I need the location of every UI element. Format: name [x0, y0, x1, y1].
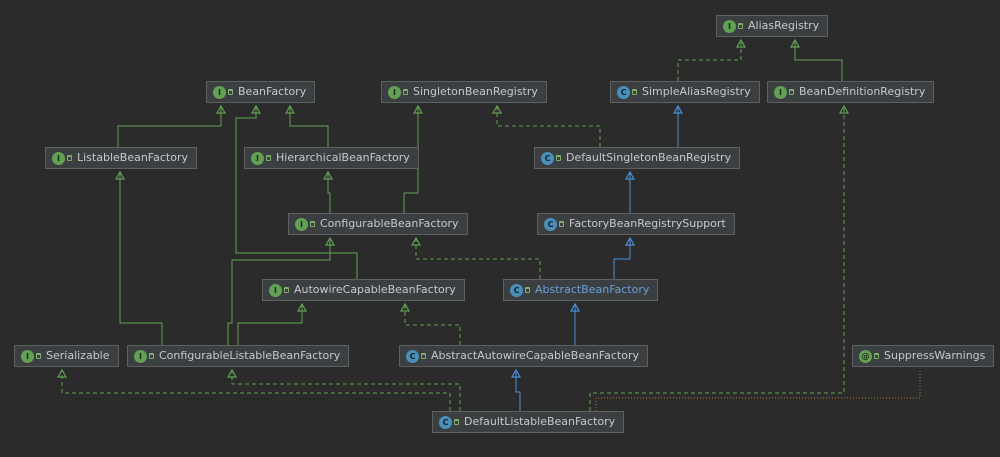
edge-configurablebeanfactory-hierarchicalbeanfactory: [328, 172, 330, 213]
node-factory-bean-registry-support[interactable]: C FactoryBeanRegistrySupport: [537, 213, 735, 235]
class-icon: C: [617, 85, 630, 99]
interface-icon: I: [251, 151, 264, 165]
lock-icon: [789, 89, 794, 95]
node-label: ListableBeanFactory: [77, 151, 188, 164]
lock-icon: [525, 287, 530, 293]
interface-icon: I: [52, 151, 65, 165]
interface-icon: I: [21, 349, 34, 363]
node-label: AbstractBeanFactory: [535, 283, 650, 296]
node-label: DefaultSingletonBeanRegistry: [566, 151, 732, 164]
edge-hierarchicalbeanfactory-beanfactory: [290, 106, 329, 147]
node-label: BeanDefinitionRegistry: [799, 85, 926, 98]
interface-icon: I: [723, 19, 736, 33]
abstract-class-icon: C: [406, 349, 419, 363]
node-label: AbstractAutowireCapableBeanFactory: [431, 349, 639, 362]
lock-icon: [310, 221, 315, 227]
node-bean-factory[interactable]: I BeanFactory: [206, 81, 316, 103]
node-label: ConfigurableListableBeanFactory: [159, 349, 341, 362]
node-configurable-bean-factory[interactable]: I ConfigurableBeanFactory: [288, 213, 468, 235]
node-alias-registry[interactable]: I AliasRegistry: [716, 15, 829, 37]
node-suppress-warnings[interactable]: @ SuppressWarnings: [852, 345, 995, 367]
node-label: FactoryBeanRegistrySupport: [569, 217, 726, 230]
edge-configurablelistablebeanfactory-autowirecapablebeanfactory: [237, 304, 302, 345]
node-label: HierarchicalBeanFactory: [276, 151, 410, 164]
edge-autowirecapablebeanfactory-beanfactory: [235, 106, 358, 279]
node-label: AliasRegistry: [748, 19, 820, 32]
lock-icon: [403, 89, 408, 95]
abstract-class-icon: C: [544, 217, 557, 231]
node-configurable-listable-bean-factory[interactable]: I ConfigurableListableBeanFactory: [127, 345, 350, 367]
interface-icon: I: [388, 85, 401, 99]
node-label: AutowireCapableBeanFactory: [294, 283, 456, 296]
edge-configurablelistablebeanfactory-configurablebeanfactory: [227, 238, 330, 345]
edge-abstractautowirecapablebeanfactory-autowirecapablebeanfactory: [405, 304, 461, 345]
lock-icon: [556, 155, 561, 161]
lock-icon: [266, 155, 271, 161]
edge-defaultlistablebeanfactory-serializable: [62, 370, 451, 411]
node-hierarchical-bean-factory[interactable]: I HierarchicalBeanFactory: [244, 147, 419, 169]
edge-configurablelistablebeanfactory-listablebeanfactory: [120, 172, 163, 345]
interface-icon: I: [134, 349, 147, 363]
lock-icon: [559, 221, 564, 227]
node-listable-bean-factory[interactable]: I ListableBeanFactory: [45, 147, 197, 169]
node-label: ConfigurableBeanFactory: [320, 217, 459, 230]
lock-icon: [874, 353, 879, 359]
node-singleton-bean-registry[interactable]: I SingletonBeanRegistry: [381, 81, 547, 103]
annotation-icon: @: [859, 349, 872, 363]
class-icon: C: [439, 415, 452, 429]
edge-defaultlistablebeanfactory-suppresswarnings: [595, 370, 921, 411]
lock-icon: [632, 89, 637, 95]
edge-defaultlistablebeanfactory-beandefinitionregistry: [589, 106, 844, 411]
lock-icon: [67, 155, 72, 161]
interface-icon: I: [774, 85, 787, 99]
edge-beandefinitionregistry-aliasregistry: [795, 40, 843, 81]
edge-defaultlistablebeanfactory-configurablelistablebeanfactory: [232, 370, 461, 411]
node-abstract-bean-factory[interactable]: C AbstractBeanFactory: [503, 279, 659, 301]
lock-icon: [454, 419, 459, 425]
node-label: SimpleAliasRegistry: [642, 85, 751, 98]
node-label: BeanFactory: [238, 85, 307, 98]
interface-icon: I: [269, 283, 282, 297]
lock-icon: [228, 89, 233, 95]
node-serializable[interactable]: I Serializable: [14, 345, 119, 367]
edge-abstractbeanfactory-factorybeanregistrysupport: [613, 238, 630, 279]
node-simple-alias-registry[interactable]: C SimpleAliasRegistry: [610, 81, 760, 103]
lock-icon: [421, 353, 426, 359]
interface-icon: I: [295, 217, 308, 231]
lock-icon: [738, 23, 743, 29]
node-label: SingletonBeanRegistry: [413, 85, 538, 98]
lock-icon: [284, 287, 289, 293]
node-abstract-autowire-capable-bean-factory[interactable]: C AbstractAutowireCapableBeanFactory: [399, 345, 648, 367]
node-autowire-capable-bean-factory[interactable]: I AutowireCapableBeanFactory: [262, 279, 465, 301]
node-label: Serializable: [46, 349, 110, 362]
node-label: SuppressWarnings: [884, 349, 986, 362]
edge-defaultsingletonbeanregistry-singletonbeanregistry: [497, 106, 601, 147]
node-label: DefaultListableBeanFactory: [464, 415, 616, 428]
lock-icon: [149, 353, 154, 359]
node-bean-definition-registry[interactable]: I BeanDefinitionRegistry: [767, 81, 935, 103]
edge-defaultlistablebeanfactory-abstractautowirecapablebeanfactory: [516, 370, 520, 411]
abstract-class-icon: C: [510, 283, 523, 297]
edge-listablebeanfactory-beanfactory: [117, 106, 221, 147]
interface-icon: I: [213, 85, 226, 99]
node-default-listable-bean-factory[interactable]: C DefaultListableBeanFactory: [432, 411, 625, 433]
class-icon: C: [541, 151, 554, 165]
edge-simplealiasregistry-aliasregistry: [677, 40, 741, 81]
node-default-singleton-bean-registry[interactable]: C DefaultSingletonBeanRegistry: [534, 147, 741, 169]
lock-icon: [36, 353, 41, 359]
edge-abstractbeanfactory-configurablebeanfactory: [416, 238, 541, 279]
